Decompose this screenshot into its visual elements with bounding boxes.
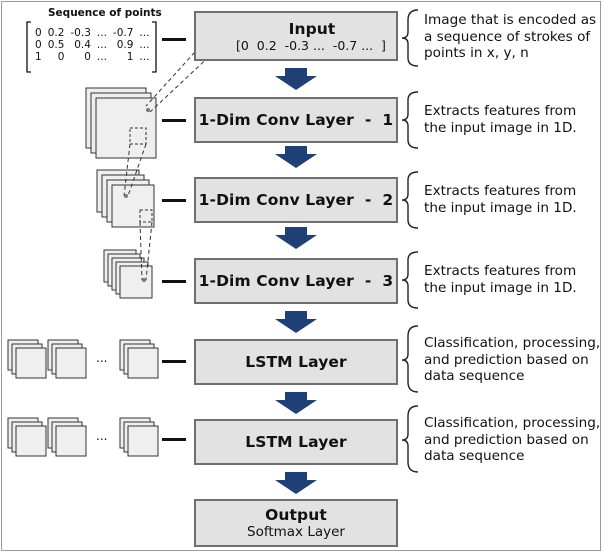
feature-map-stack-1 — [85, 87, 157, 159]
matrix-left-bracket — [26, 21, 31, 73]
input-box: Input [0 0.2 -0.3 ... -0.7 ... ] — [194, 11, 398, 61]
note-lstm-2: Classification, processing, and predicti… — [424, 415, 601, 464]
matrix-cell: ... — [139, 51, 150, 63]
lstm-ellipsis-2: ... — [96, 429, 108, 443]
conv-layer-2-box: 1-Dim Conv Layer - 2 — [194, 177, 398, 223]
matrix-cell: -0.3 — [70, 27, 91, 39]
output-box: Output Softmax Layer — [194, 499, 398, 547]
sequence-title: Sequence of points — [48, 7, 162, 19]
matrix-cell: ... — [96, 51, 107, 63]
lstm-layer-2-box: LSTM Layer — [194, 419, 398, 465]
connector-lstm2 — [162, 438, 186, 441]
matrix-cell: 0 — [57, 51, 65, 63]
matrix-cell: ... — [96, 27, 107, 39]
brace-5 — [401, 325, 419, 393]
matrix-cell: 1 — [35, 51, 42, 63]
note-conv-1: Extracts features from the input image i… — [424, 103, 577, 136]
conv-layer-3-label: 1-Dim Conv Layer - 3 — [198, 272, 394, 290]
matrix-cell: 0 — [35, 27, 42, 39]
brace-6 — [401, 405, 419, 473]
matrix-cell: -0.7 — [112, 27, 134, 39]
down-arrow-5 — [275, 392, 317, 414]
lstm-ellipsis-1: ... — [96, 351, 108, 365]
connector-conv3 — [162, 280, 186, 283]
matrix-cell: 0 — [35, 39, 42, 51]
note-conv-3: Extracts features from the input image i… — [424, 263, 577, 296]
brace-1 — [401, 9, 419, 67]
note-conv-2: Extracts features from the input image i… — [424, 183, 577, 216]
matrix-cell: ... — [139, 39, 150, 51]
matrix-cell: 0.4 — [74, 39, 91, 51]
conv-layer-2-label: 1-Dim Conv Layer - 2 — [198, 191, 394, 209]
output-subtitle: Softmax Layer — [247, 524, 345, 540]
connector-lstm1 — [162, 360, 186, 363]
connector-input — [162, 38, 186, 41]
matrix-cell: 0.9 — [116, 39, 134, 51]
output-title: Output — [265, 506, 327, 524]
brace-2 — [401, 91, 419, 149]
conv-layer-1-label: 1-Dim Conv Layer - 1 — [198, 111, 394, 129]
down-arrow-4 — [275, 311, 317, 333]
sequence-matrix: 0 0.2 -0.3 ... -0.7 ... 0 0.5 0.4 ... 0.… — [32, 27, 152, 63]
note-input: Image that is encoded as a sequence of s… — [424, 12, 597, 61]
down-arrow-1 — [275, 68, 317, 90]
lstm-stack-row-2 — [7, 417, 159, 457]
matrix-row: 0 0.5 0.4 ... 0.9 ... — [32, 39, 152, 51]
lstm-layer-2-label: LSTM Layer — [245, 433, 347, 451]
matrix-row: 0 0.2 -0.3 ... -0.7 ... — [32, 27, 152, 39]
brace-4 — [401, 251, 419, 309]
matrix-right-bracket — [152, 21, 157, 73]
matrix-cell: 0.5 — [47, 39, 65, 51]
matrix-cell: ... — [139, 27, 150, 39]
matrix-cell: 0 — [84, 51, 91, 63]
down-arrow-3 — [275, 227, 317, 249]
connector-conv2 — [162, 199, 186, 202]
lstm-layer-1-box: LSTM Layer — [194, 339, 398, 385]
down-arrow-6 — [275, 472, 317, 494]
lstm-stack-row-1 — [7, 339, 159, 379]
conv-layer-3-box: 1-Dim Conv Layer - 3 — [194, 258, 398, 304]
feature-map-stack-3 — [103, 249, 153, 299]
input-vector: [0 0.2 -0.3 ... -0.7 ... ] — [236, 37, 386, 53]
lstm-layer-1-label: LSTM Layer — [245, 353, 347, 371]
matrix-cell: ... — [96, 39, 107, 51]
feature-map-stack-2 — [96, 169, 155, 228]
down-arrow-2 — [275, 146, 317, 168]
brace-3 — [401, 171, 419, 229]
input-title: Input — [288, 19, 336, 38]
matrix-cell: 0.2 — [47, 27, 65, 39]
matrix-row: 1 0 0 ... 1 ... — [32, 51, 152, 63]
matrix-cell: 1 — [126, 51, 134, 63]
conv-layer-1-box: 1-Dim Conv Layer - 1 — [194, 97, 398, 143]
connector-conv1 — [162, 119, 186, 122]
note-lstm-1: Classification, processing, and predicti… — [424, 335, 601, 384]
